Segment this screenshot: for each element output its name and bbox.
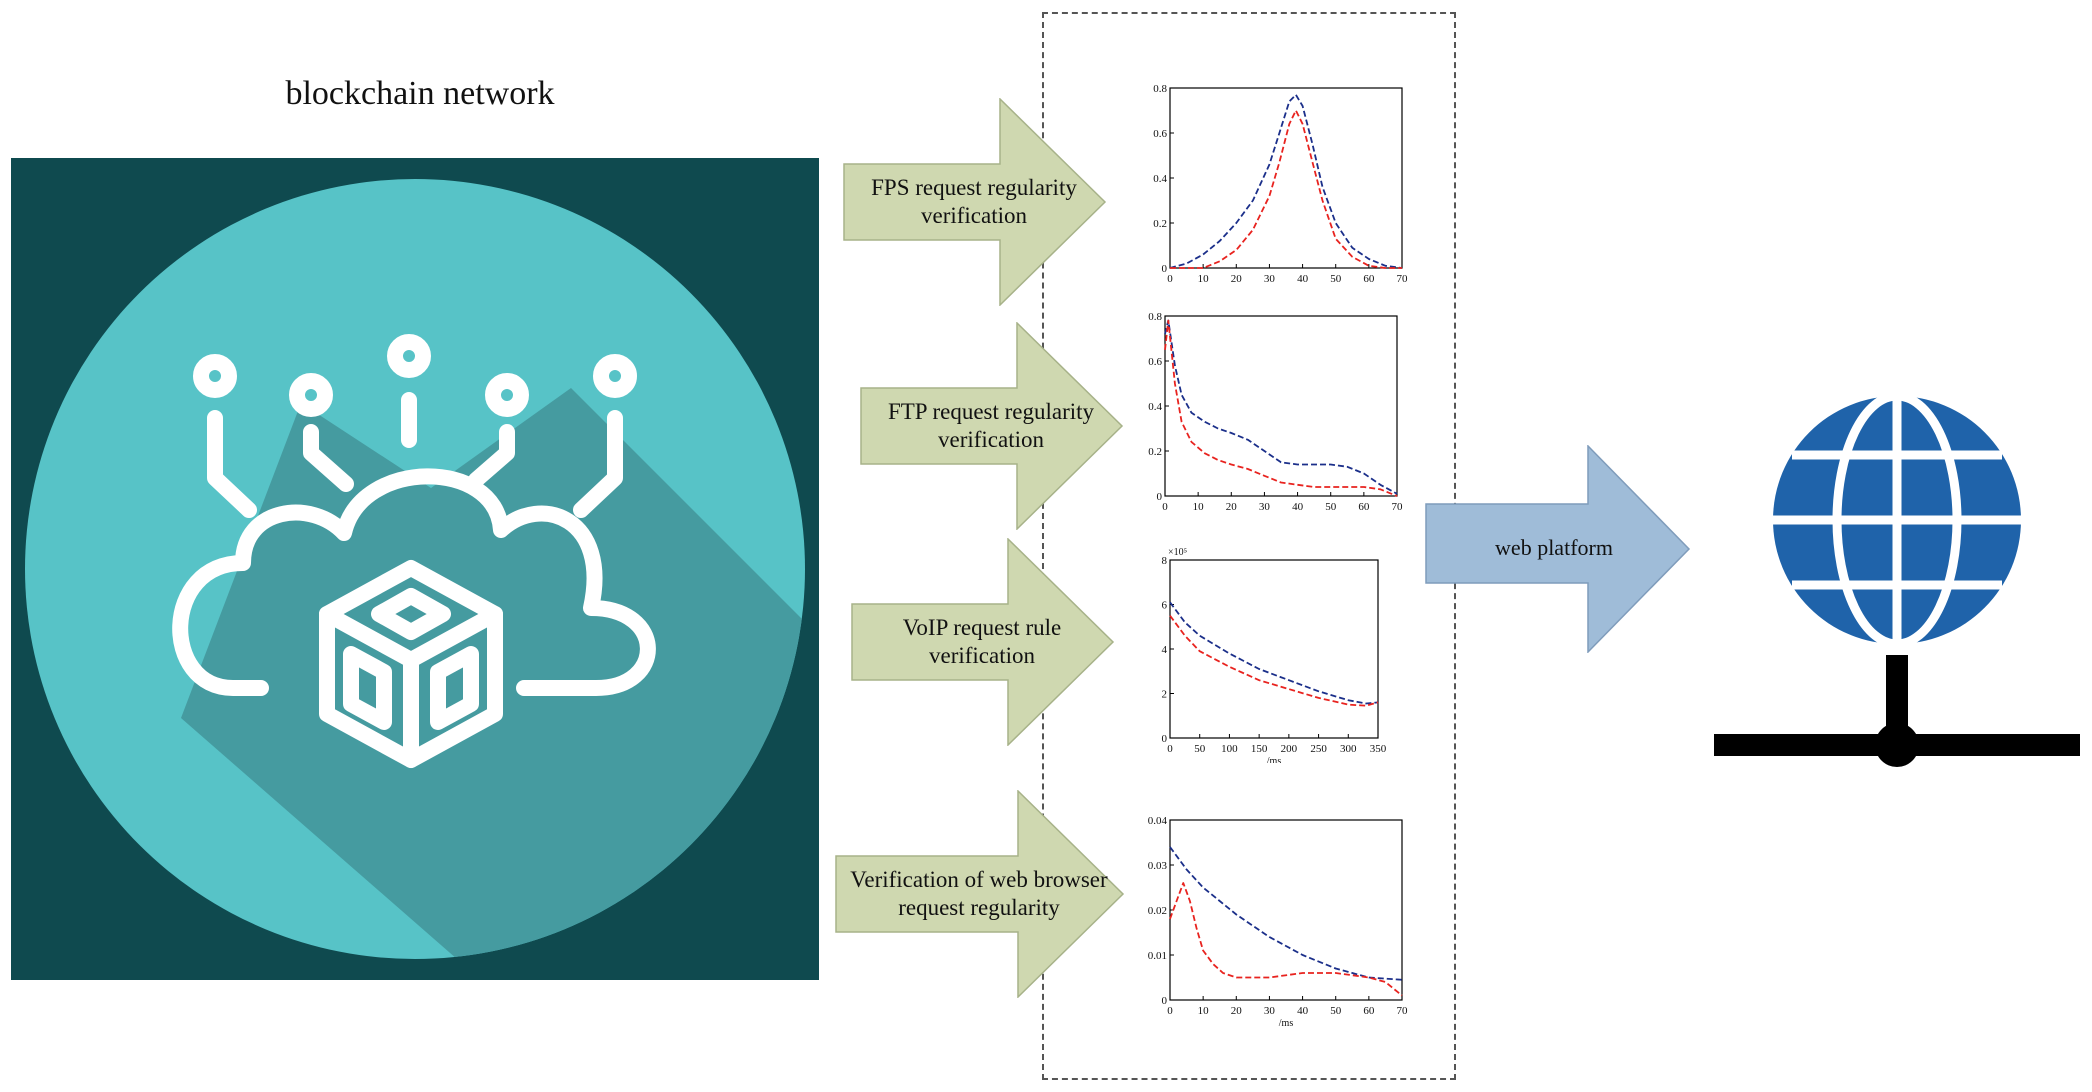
- y-tick-label: 0.03: [1148, 860, 1168, 872]
- x-axis-label: /ms: [1267, 756, 1282, 763]
- y-tick-label: 0.6: [1153, 128, 1167, 140]
- blue-series-line: [1169, 601, 1379, 705]
- x-tick-label: 40: [1297, 1005, 1309, 1017]
- y-tick-label: 0.2: [1148, 446, 1162, 458]
- x-tick-label: 20: [1226, 501, 1238, 513]
- y-tick-label: 0.4: [1148, 401, 1162, 413]
- y-tick-label: 6: [1162, 600, 1168, 612]
- y-tick-label: 0: [1157, 491, 1163, 503]
- red-series-line: [1170, 109, 1402, 269]
- x-tick-label: 30: [1264, 273, 1276, 285]
- x-tick-label: 50: [1325, 501, 1337, 513]
- x-tick-label: 0: [1167, 743, 1173, 755]
- x-tick-label: 30: [1259, 501, 1271, 513]
- plot-frame: [1169, 559, 1379, 739]
- x-tick-label: 350: [1370, 743, 1387, 755]
- node-circle-5: [593, 354, 637, 398]
- y-tick-label: 0.6: [1148, 356, 1162, 368]
- plot-frame: [1169, 819, 1403, 1001]
- red-series-line: [1164, 319, 1398, 497]
- x-tick-label: 0: [1167, 273, 1173, 285]
- x-tick-label: 10: [1198, 273, 1210, 285]
- ftp-verification-arrow: [860, 322, 1124, 530]
- x-axis-label: /ms: [1279, 1018, 1294, 1029]
- y-tick-label: 4: [1162, 644, 1168, 656]
- x-tick-label: 150: [1251, 743, 1268, 755]
- y-tick-label: 2: [1162, 689, 1168, 701]
- x-tick-label: 40: [1297, 273, 1309, 285]
- x-tick-label: 0: [1162, 501, 1168, 513]
- web-browser-chart: 0 10 20 30 40 50 60 70 0 0.01 0.02 0.03 0.04/ms: [1148, 815, 1409, 1029]
- red-series-line: [1169, 615, 1379, 707]
- x-tick-label: 50: [1194, 743, 1206, 755]
- x-tick-label: 20: [1231, 1005, 1243, 1017]
- plot-frame: [1169, 87, 1403, 269]
- x-tick-label: 250: [1310, 743, 1327, 755]
- node-circle-2: [289, 373, 333, 417]
- x-tick-label: 10: [1193, 501, 1205, 513]
- x-tick-label: 20: [1231, 273, 1243, 285]
- node-circle-3: [387, 334, 431, 378]
- node-circle-1: [193, 354, 237, 398]
- web-browser-verification-label: Verification of web browser request regu…: [850, 867, 1108, 920]
- voip-verification-label: VoIP request rule verification: [902, 615, 1062, 668]
- x-tick-label: 200: [1281, 743, 1298, 755]
- x-tick-label: 100: [1221, 743, 1238, 755]
- x-tick-label: 70: [1397, 273, 1409, 285]
- y-tick-label: 0.4: [1153, 173, 1167, 185]
- web-browser-verification-arrow: [835, 790, 1125, 998]
- web-platform-arrow: [1425, 445, 1691, 653]
- voip-chart: 0 50 100 150 200 250 300 350 0 2 4 6 8/ms ×10⁵: [1162, 547, 1387, 763]
- x-tick-label: 60: [1363, 1005, 1375, 1017]
- x-tick-label: 0: [1167, 1005, 1173, 1017]
- x-tick-label: 70: [1392, 501, 1404, 513]
- fps-verification-label: FPS request regularity verification: [871, 175, 1077, 228]
- y-tick-label: 0.2: [1153, 218, 1167, 230]
- voip-verification-arrow: [851, 538, 1115, 746]
- y-tick-label: 0.04: [1148, 815, 1168, 827]
- x-tick-label: 300: [1340, 743, 1357, 755]
- diagram-title: blockchain network: [285, 75, 555, 112]
- fps-chart: 0 10 20 30 40 50 60 70 0 0.2 0.4 0.6 0.8: [1153, 83, 1409, 285]
- y-tick-label: 0: [1162, 995, 1168, 1007]
- blue-series-line: [1169, 846, 1403, 981]
- x-tick-label: 70: [1397, 1005, 1409, 1017]
- y-tick-label: 0.8: [1153, 83, 1167, 95]
- fps-verification-arrow: [843, 98, 1107, 306]
- y-tick-label: 0.02: [1148, 905, 1167, 917]
- blue-series-line: [1164, 319, 1398, 495]
- y-tick-label: 8: [1162, 555, 1168, 567]
- y-tick-label: 0: [1162, 733, 1168, 745]
- blue-series-line: [1169, 93, 1403, 269]
- x-tick-label: 30: [1264, 1005, 1276, 1017]
- network-node: [1875, 723, 1919, 767]
- y-tick-label: 0.01: [1148, 950, 1167, 962]
- plot-frame: [1164, 315, 1398, 497]
- globe-network-icon: [1714, 386, 2080, 767]
- node-circle-4: [485, 373, 529, 417]
- x-tick-label: 40: [1292, 501, 1304, 513]
- ftp-chart: 0 10 20 30 40 50 60 70 0 0.2 0.4 0.6 0.8: [1148, 311, 1404, 513]
- x-tick-label: 60: [1358, 501, 1370, 513]
- cloud-cube-icon: [172, 334, 656, 768]
- ftp-verification-label: FTP request regularity verification: [887, 399, 1095, 452]
- red-series-line: [1169, 882, 1403, 997]
- x-tick-label: 50: [1330, 1005, 1342, 1017]
- x-tick-label: 60: [1363, 273, 1375, 285]
- globe-icon: [1763, 386, 2031, 654]
- y-axis-exponent: ×10⁵: [1168, 547, 1187, 558]
- y-tick-label: 0: [1162, 263, 1168, 275]
- web-platform-label: web platform: [1495, 534, 1613, 560]
- x-tick-label: 50: [1330, 273, 1342, 285]
- blockchain-network-illustration: [11, 158, 819, 980]
- x-tick-label: 10: [1198, 1005, 1210, 1017]
- y-tick-label: 0.8: [1148, 311, 1162, 323]
